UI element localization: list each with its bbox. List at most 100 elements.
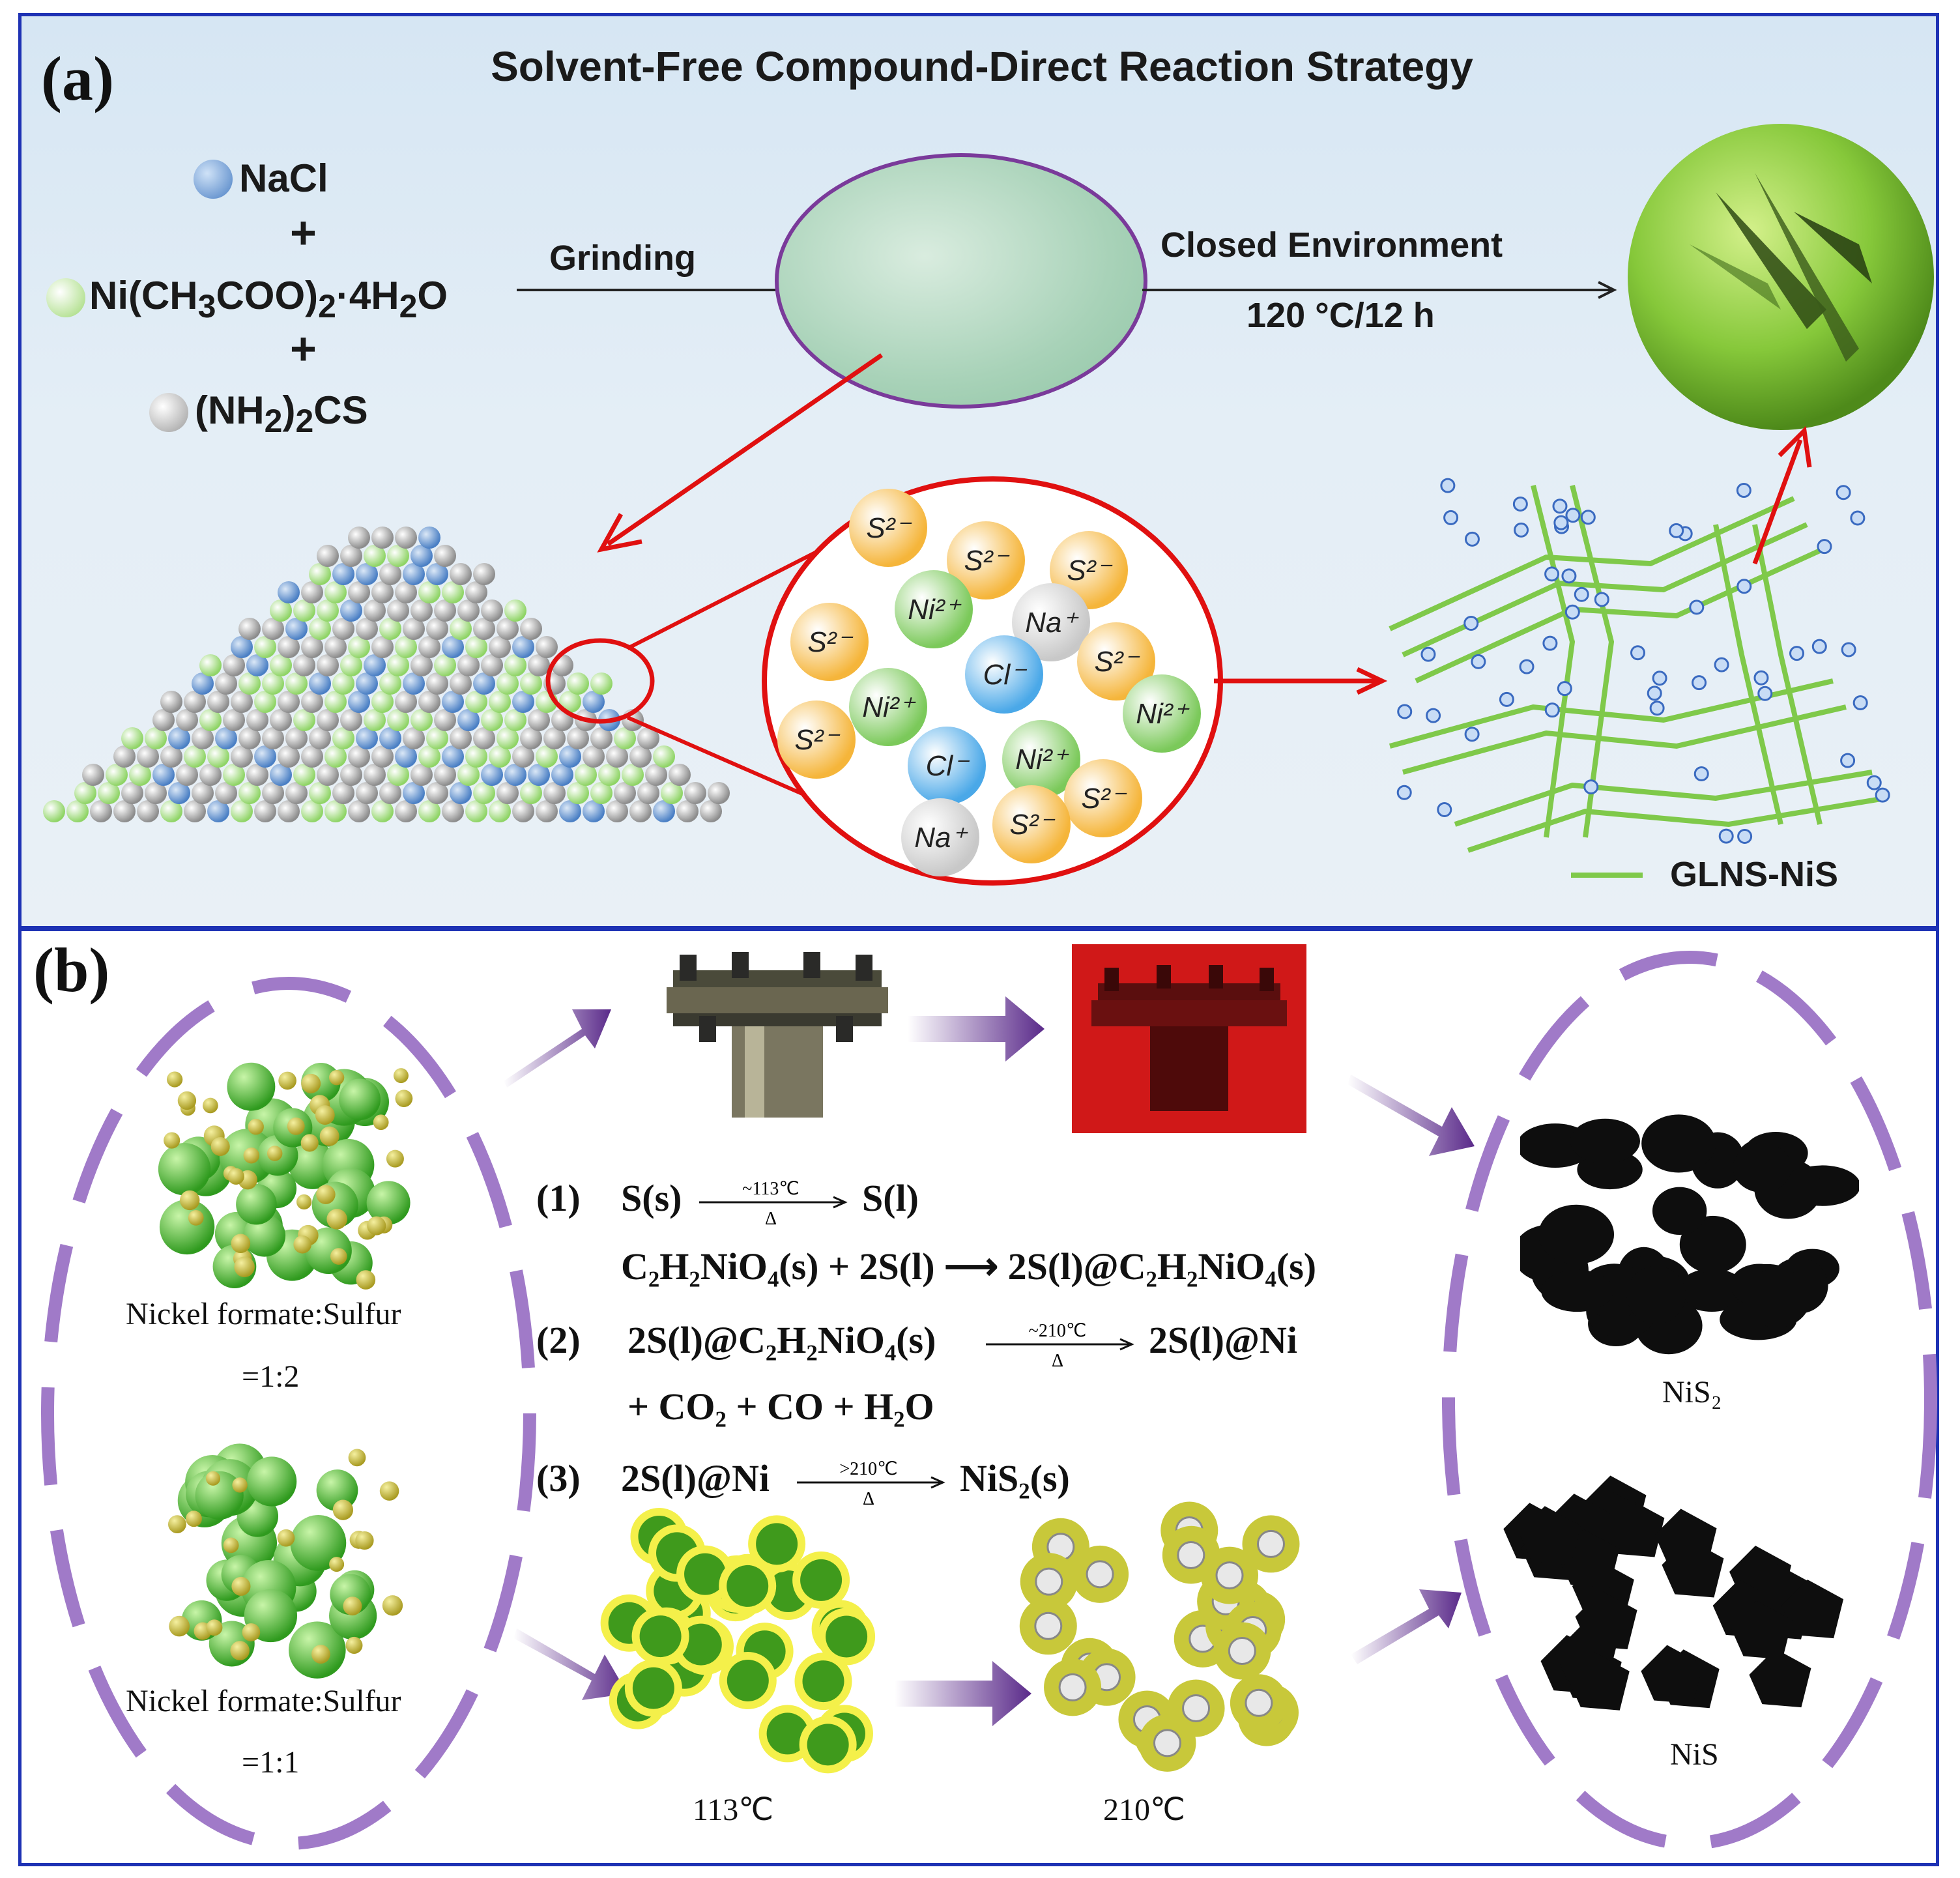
temperature-time-label: 120 °C/12 h <box>1247 296 1435 335</box>
pile-particle <box>426 563 448 585</box>
pile-particle <box>411 545 433 567</box>
nickel-formate-sphere <box>366 1181 411 1225</box>
pile-particle <box>192 727 214 749</box>
pile-particle <box>473 618 495 640</box>
pile-particle <box>238 782 261 804</box>
nickel-core <box>1153 1729 1181 1757</box>
pile-particle <box>387 764 409 786</box>
pile-particle <box>512 800 534 822</box>
pile-particle <box>348 691 370 713</box>
pile-particle <box>536 800 558 822</box>
pile-particle <box>332 727 354 749</box>
pile-particle <box>473 727 495 749</box>
ni-ion: Ni²⁺ <box>1123 674 1201 753</box>
sulfur-sphere <box>393 1068 409 1084</box>
legend-line-swatch <box>1571 873 1643 878</box>
sulfur-sphere <box>330 1248 347 1265</box>
pile-particle <box>152 709 175 731</box>
pile-particle <box>356 563 378 585</box>
intercalated-ion <box>1875 787 1890 803</box>
pile-particle <box>309 618 331 640</box>
sulfur-sphere <box>296 1194 312 1210</box>
sulfur-sphere <box>210 1136 230 1157</box>
sulfur-sphere <box>267 1146 283 1161</box>
pile-particle <box>497 672 519 695</box>
reagent-thiourea: (NH2)2CS <box>195 388 368 439</box>
pile-particle <box>285 672 308 695</box>
nickel-formate-core <box>680 1623 722 1666</box>
sulfur-sphere <box>164 1132 180 1149</box>
panel-b-label: (b) <box>33 935 110 1005</box>
nickel-core <box>1215 1561 1244 1590</box>
intercalated-ion <box>1652 671 1667 686</box>
pile-particle <box>520 727 542 749</box>
pile-particle <box>332 672 354 695</box>
intercalated-ion <box>1420 646 1436 662</box>
pile-particle <box>332 782 354 804</box>
pile-particle <box>82 764 104 786</box>
eq1-delta: Δ <box>765 1209 777 1229</box>
intercalated-ion <box>1499 691 1514 707</box>
sulfur-sphere <box>227 1168 244 1185</box>
pile-particle <box>489 636 511 658</box>
pile-particle <box>489 800 511 822</box>
pile-particle <box>418 745 440 768</box>
pile-particle <box>426 618 448 640</box>
pile-particle <box>512 691 534 713</box>
ratio-1-label: Nickel formate:Sulfur <box>126 1297 401 1331</box>
sulfur-sphere <box>243 1147 260 1164</box>
thiourea-sphere-icon <box>149 393 188 432</box>
intercalated-ion <box>1437 802 1452 817</box>
nickel-formate-sphere <box>339 1078 381 1121</box>
nanosheet-line <box>1402 522 1808 657</box>
pile-particle <box>465 691 487 713</box>
pile-particle <box>113 800 136 822</box>
pile-particle <box>207 745 229 768</box>
sulfur-sphere <box>355 1531 374 1550</box>
nanosheet-line <box>1454 770 1873 827</box>
pile-particle <box>43 800 65 822</box>
pile-particle <box>575 764 597 786</box>
pile-particle <box>129 764 151 786</box>
pile-particle <box>262 618 284 640</box>
intercalated-ion <box>1544 702 1560 718</box>
pile-particle <box>98 782 120 804</box>
s-ion: S²⁻ <box>849 489 927 567</box>
sulfur-sphere <box>373 1114 389 1131</box>
pile-particle <box>434 545 456 567</box>
pile-particle <box>504 600 526 622</box>
nis2-particle <box>1677 1269 1746 1312</box>
nickel-formate-sphere <box>316 1469 358 1511</box>
intercalated-ion <box>1689 600 1705 615</box>
nis-particle <box>1654 1509 1717 1568</box>
pile-particle <box>293 600 315 622</box>
pile-particle <box>411 600 433 622</box>
pile-particle <box>254 800 276 822</box>
nickel-core <box>1086 1560 1114 1589</box>
nickel-formate-core <box>800 1559 843 1601</box>
sulfur-sphere <box>168 1515 186 1534</box>
intercalated-ion <box>1396 785 1412 800</box>
na-ion: Na⁺ <box>901 798 979 876</box>
pile-particle <box>395 581 417 603</box>
sulfur-sphere <box>180 1190 200 1211</box>
intercalated-ion <box>1440 478 1456 493</box>
sulfur-sphere <box>287 1117 305 1135</box>
sulfur-sphere <box>230 1641 250 1660</box>
pile-particle <box>465 745 487 768</box>
eq2-condition: ~210℃ <box>1029 1321 1087 1341</box>
pile-particle <box>504 764 526 786</box>
pile-particle <box>278 581 300 603</box>
intercalated-ion <box>1718 828 1734 844</box>
pile-particle <box>364 709 386 731</box>
eq1b: C₂H₂NiO₄(s) + 2S(l) ⟶ 2S(l)@C₂H₂NiO₄(s) <box>621 1245 1317 1288</box>
pile-particle <box>246 764 268 786</box>
nickel-core <box>1228 1637 1256 1666</box>
ratio-1-value: =1:2 <box>242 1359 300 1394</box>
nis-particles <box>1503 1475 1844 1711</box>
pile-particle <box>418 581 440 603</box>
pile-particle <box>567 672 589 695</box>
pile-particle <box>450 727 472 749</box>
ground-powder-photo <box>775 153 1147 409</box>
intercalated-ion <box>1580 510 1596 525</box>
